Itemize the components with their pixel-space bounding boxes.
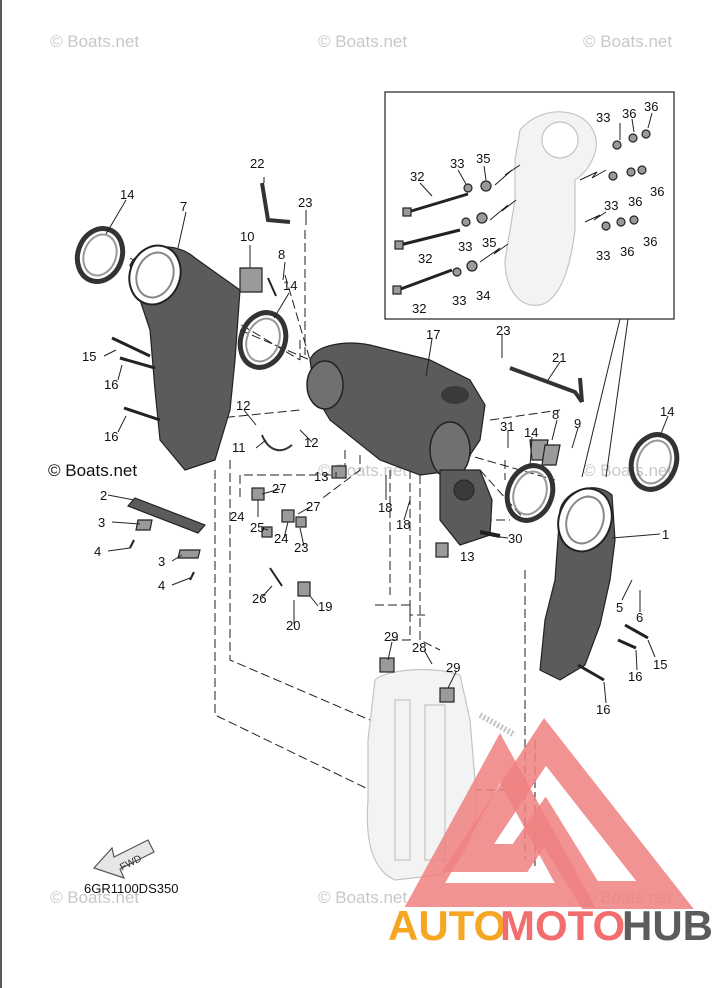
inset-bolt-32c <box>392 268 453 295</box>
callout-33: 33 <box>450 156 464 171</box>
callout-26: 26 <box>252 591 266 606</box>
plate-2 <box>126 497 207 534</box>
callout-8: 8 <box>552 407 559 422</box>
callout-1: 1 <box>662 527 669 542</box>
callout-4: 4 <box>94 544 101 559</box>
callout-17: 17 <box>426 327 440 342</box>
watermark: © Boats.net <box>48 461 137 480</box>
swivel-bracket-1 <box>539 487 616 681</box>
callout-3: 3 <box>158 554 165 569</box>
callout-35: 35 <box>476 151 490 166</box>
callout-13: 13 <box>460 549 474 564</box>
callout-34: 34 <box>476 288 490 303</box>
inset-bolt-32a <box>402 192 469 217</box>
swivel-housing-17 <box>306 342 493 546</box>
callout-33: 33 <box>596 248 610 263</box>
watermark: © Boats.net <box>318 888 407 907</box>
callout-2: 2 <box>100 488 107 503</box>
callout-15: 15 <box>82 349 96 364</box>
logo-text-moto: MOTO <box>500 902 625 949</box>
callout-22: 22 <box>250 156 264 171</box>
watermark: © Boats.net <box>50 32 139 51</box>
callout-24: 24 <box>230 509 244 524</box>
callout-16: 16 <box>628 669 642 684</box>
callout-4: 4 <box>158 578 165 593</box>
fwd-arrow-icon: FWD <box>92 839 155 879</box>
callout-16: 16 <box>104 429 118 444</box>
callout-15: 15 <box>653 657 667 672</box>
callout-36: 36 <box>650 184 664 199</box>
callout-27: 27 <box>272 481 286 496</box>
callout-32: 32 <box>412 301 426 316</box>
callout-31: 31 <box>500 419 514 434</box>
callout-12: 12 <box>236 398 250 413</box>
inset-bolt-32b <box>394 228 461 250</box>
callout-36: 36 <box>620 244 634 259</box>
callout-32: 32 <box>418 251 432 266</box>
diagram-code: 6GR1100DS350 <box>84 881 178 896</box>
callout-33: 33 <box>452 293 466 308</box>
inset-bracket-ghost <box>504 111 597 306</box>
callout-29: 29 <box>446 660 460 675</box>
callout-29: 29 <box>384 629 398 644</box>
logo-text-hub: HUB <box>622 902 713 949</box>
seal-ring-14 <box>74 226 126 284</box>
callout-3: 3 <box>98 515 105 530</box>
callout-23: 23 <box>496 323 510 338</box>
callout-20: 20 <box>286 618 300 633</box>
callout-32: 32 <box>410 169 424 184</box>
seal-ring-14 <box>628 432 680 492</box>
callout-33: 33 <box>458 239 472 254</box>
callout-9: 9 <box>574 416 581 431</box>
callout-7: 7 <box>180 199 187 214</box>
callout-11: 11 <box>232 440 246 455</box>
callout-24: 24 <box>274 531 288 546</box>
callout-35: 35 <box>482 235 496 250</box>
watermark: © Boats.net <box>583 32 672 51</box>
callout-16: 16 <box>104 377 118 392</box>
callout-19: 19 <box>318 599 332 614</box>
logo-text-auto: AUTO <box>388 902 506 949</box>
callout-28: 28 <box>412 640 426 655</box>
callout-33: 33 <box>596 110 610 125</box>
callout-30: 30 <box>508 531 522 546</box>
callout-36: 36 <box>644 99 658 114</box>
callout-18: 18 <box>378 500 392 515</box>
callout-36: 36 <box>628 194 642 209</box>
callout-23: 23 <box>298 195 312 210</box>
callout-13: 13 <box>314 469 328 484</box>
callout-14: 14 <box>120 187 134 202</box>
callout-14: 14 <box>524 425 538 440</box>
callout-25: 25 <box>250 520 264 535</box>
swivel-bracket-7 <box>128 244 241 471</box>
callout-8: 8 <box>278 247 285 262</box>
watermark: © Boats.net <box>583 461 672 480</box>
callout-16: 16 <box>596 702 610 717</box>
callout-21: 21 <box>552 350 566 365</box>
callout-14: 14 <box>283 278 297 293</box>
callout-18: 18 <box>396 517 410 532</box>
seal-ring-14 <box>237 310 289 370</box>
watermark: © Boats.net <box>50 888 139 907</box>
callout-10: 10 <box>240 229 254 244</box>
seal-ring-14 <box>504 463 556 523</box>
callout-27: 27 <box>306 499 320 514</box>
callout-5: 5 <box>616 600 623 615</box>
callout-36: 36 <box>622 106 636 121</box>
callout-6: 6 <box>636 610 643 625</box>
callout-36: 36 <box>643 234 657 249</box>
callout-14: 14 <box>660 404 674 419</box>
watermark: © Boats.net <box>318 32 407 51</box>
callout-23: 23 <box>294 540 308 555</box>
detail-inset-frame <box>384 91 675 320</box>
automotohub-logo: AUTO MOTO HUB <box>388 718 713 949</box>
callout-33: 33 <box>604 198 618 213</box>
callout-12: 12 <box>304 435 318 450</box>
